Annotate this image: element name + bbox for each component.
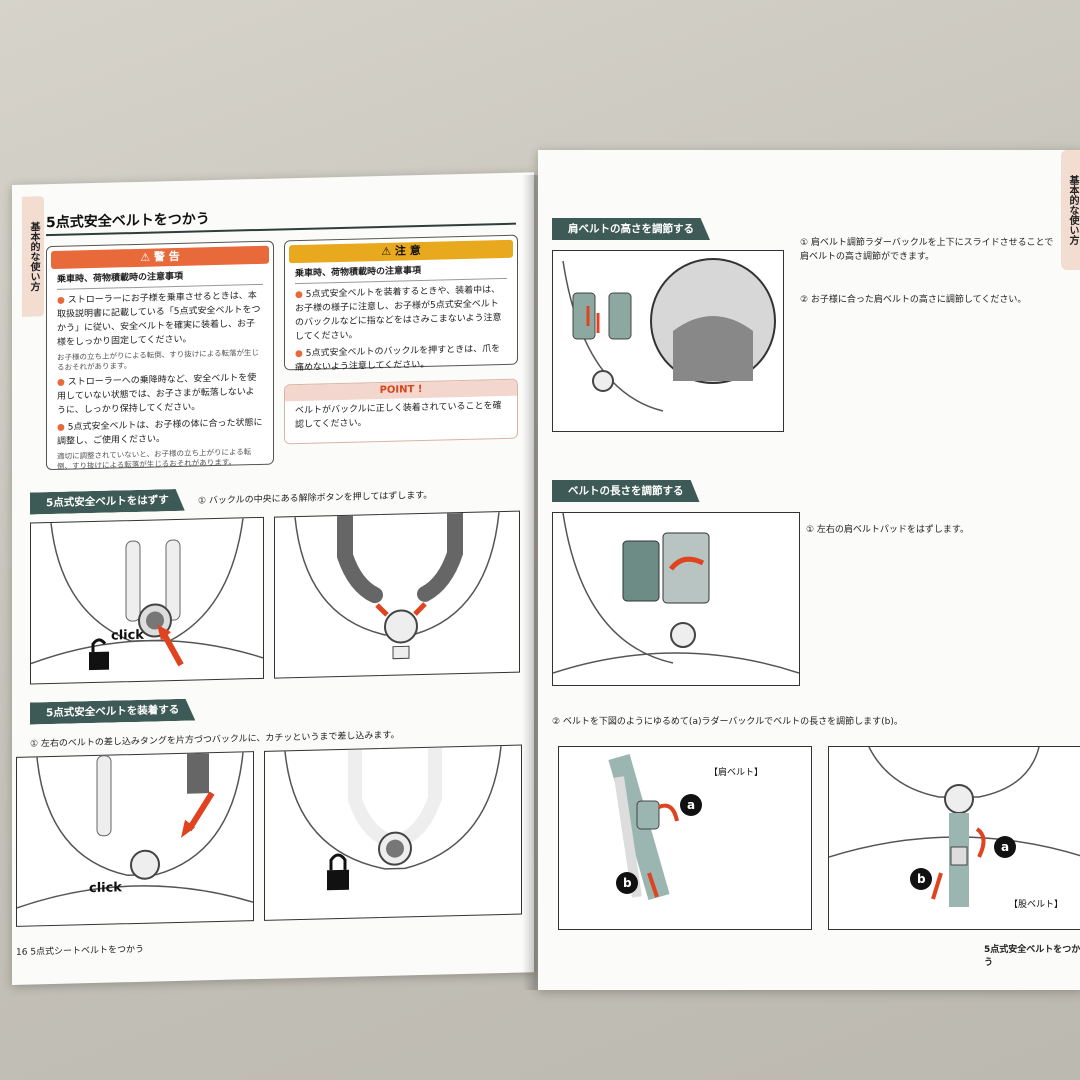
mark-b-shoulder: b (623, 876, 632, 890)
warning-box: ⚠ 警 告 乗車時、荷物積載時の注意事項 ● ストローラーにお子様を乗車させると… (46, 240, 274, 471)
mark-a-shoulder: a (687, 798, 695, 812)
warning-item-1-note: お子様の立ち上がりによる転倒、すり抜けによる転落が生じるおそれがあります。 (57, 347, 260, 372)
point-head: POINT ! (285, 379, 517, 402)
shoulder-belt-label: 【肩ベルト】 (709, 766, 763, 778)
warning-item-3-note: 適切に調整されていないと、お子様の立ち上がりによる転倒、すり抜けによる転落が生じ… (57, 447, 252, 471)
length-step-1: ① 左右の肩ベルトパッドをはずします。 (806, 525, 970, 535)
illustration-shoulder-height (552, 250, 784, 432)
bullet-icon: ● (57, 377, 68, 388)
section-remove-step: ① バックルの中央にある解除ボタンを押してはずします。 (198, 490, 433, 507)
unbuckle-drawing: click (31, 518, 263, 671)
mark-a-crotch: a (1001, 840, 1009, 854)
illustration-unbuckled (274, 510, 520, 679)
shoulder-step-1: ① 肩ベルト調節ラダーバックルを上下にスライドさせることで肩ベルトの高さ調節がで… (800, 238, 1054, 262)
warning-item-2: ● ストローラーへの乗降時など、安全ベルトを使用していない状態では、お子さまが転… (57, 373, 257, 416)
caution-subhead: 乗車時、荷物積載時の注意事項 (295, 261, 507, 285)
illustration-unbuckle: click (30, 516, 264, 685)
attached-drawing (284, 745, 502, 891)
shoulder-height-drawing (562, 258, 776, 412)
page-title: 5点式安全ベルトをつかう (46, 211, 210, 232)
right-footer: 5点式安全ベルトをつかう (984, 945, 1080, 968)
click-label-2: click (89, 880, 122, 896)
warning-item-3: ● 5点式安全ベルトは、お子様の体に合った状態に調整し、ご使用ください。 (57, 417, 263, 447)
caution-icon: ⚠ (381, 244, 395, 258)
illustration-crotch-belt: a b 【股ベルト】 (828, 746, 1080, 930)
illustration-attach: click (16, 751, 254, 927)
bullet-icon: ● (295, 289, 306, 301)
shoulder-step-2: ② お子様に合った肩ベルトの高さに調節してください。 (800, 295, 1027, 305)
illustration-shoulder-belt: a b 【肩ベルト】 (558, 746, 812, 930)
warning-item-1: ● ストローラーにお子様を乗車させるときは、本取扱説明書に記載している「5点式安… (57, 291, 261, 348)
bullet-icon: ● (295, 348, 306, 360)
length-step-2: ② ベルトを下図のようにゆるめて(a)ラダーバックルでベルトの長さを調節します(… (552, 717, 903, 727)
mark-b-crotch: b (917, 872, 926, 886)
click-label-1: click (111, 628, 144, 644)
warning-subhead: 乗車時、荷物積載時の注意事項 (57, 267, 263, 290)
caution-box: ⚠ 注 意 乗車時、荷物積載時の注意事項 ● 5点式安全ベルトを装着するときや、… (284, 234, 518, 373)
section-remove-label: 5点式安全ベルトをはずす (30, 489, 185, 515)
caution-item-1: ● 5点式安全ベルトを装着するときや、装着中は、お子様の様子に注意し、お子様が5… (295, 285, 502, 343)
section-shoulder-label: 肩ベルトの高さを調節する (552, 218, 710, 240)
unbuckled-drawing (294, 511, 500, 660)
shoulder-belt-drawing: a b 【肩ベルト】 (608, 753, 763, 901)
point-box: POINT ! ベルトがバックルに正しく装着されていることを確認してください。 (284, 378, 518, 445)
section-attach-label: 5点式安全ベルトを装着する (30, 699, 195, 725)
side-tab: 基本的な使い方 (22, 196, 44, 317)
left-footer: 16 5点式シートベルトをつかう (16, 944, 145, 958)
left-page: 基本的な使い方 5点式安全ベルトをつかう ⚠ 警 告 乗車時、荷物積載時の注意事… (12, 172, 534, 985)
illustration-remove-pad (552, 512, 800, 686)
attach-drawing: click (17, 752, 253, 909)
section-length-label: ベルトの長さを調節する (552, 480, 700, 502)
caution-head: ⚠ 注 意 (289, 239, 513, 264)
crotch-belt-drawing: a b 【股ベルト】 (829, 747, 1080, 910)
bullet-icon: ● (57, 295, 68, 306)
warning-head: ⚠ 警 告 (51, 245, 269, 270)
right-page: 基本的な使い方 肩ベルトの高さを調節する ① 肩ベルト調節ラダーバックルを上下に… (538, 150, 1080, 990)
crotch-belt-label: 【股ベルト】 (1009, 899, 1063, 910)
bullet-icon: ● (57, 422, 68, 433)
side-tab-right: 基本的な使い方 (1061, 150, 1080, 270)
remove-pad-drawing (553, 513, 799, 674)
warning-icon: ⚠ (140, 250, 154, 264)
point-text: ベルトがバックルに正しく装着されていることを確認してください。 (295, 401, 502, 431)
caution-item-2: ● 5点式安全ベルトのバックルを押すときは、爪を痛めないよう注意してください。 (295, 344, 501, 374)
illustration-attached (264, 744, 522, 921)
section-attach-step: ① 左右のベルトの差し込みタングを片方づつバックルに、カチッというまで差し込みま… (30, 730, 400, 750)
